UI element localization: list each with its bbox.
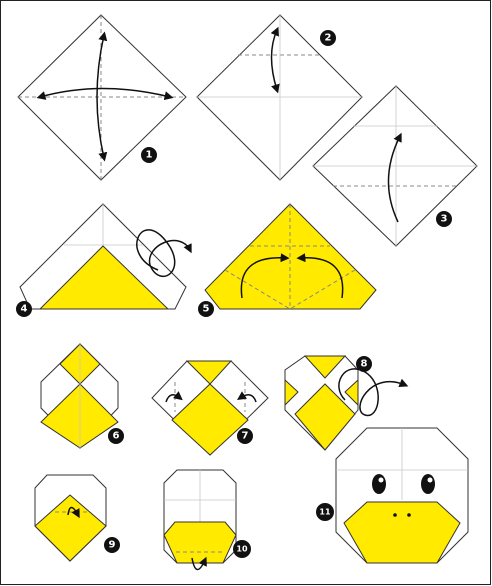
step-9: 9	[35, 475, 120, 561]
step-8-badge: 8	[356, 356, 372, 372]
step-7-number: 7	[242, 431, 249, 442]
step-7-badge: 7	[237, 428, 253, 444]
step-11-left-nostril	[393, 513, 397, 517]
step-11-number: 11	[319, 508, 331, 517]
step-1: 1	[18, 15, 186, 180]
step-5: 5	[198, 204, 376, 317]
step-5-badge: 5	[198, 301, 214, 317]
step-11-left-eye-highlight	[379, 478, 384, 483]
step-11-right-eye-highlight	[428, 478, 433, 483]
step-4: 4	[16, 204, 190, 317]
step-11-yellow-beak	[344, 502, 460, 563]
step-9-number: 9	[109, 540, 116, 551]
step-11: 11	[316, 428, 468, 563]
step-6-number: 6	[113, 431, 120, 442]
step-3-badge: 3	[436, 211, 452, 227]
step-2-badge: 2	[320, 30, 336, 46]
step-8-number: 8	[361, 359, 368, 370]
step-9-badge: 9	[104, 537, 120, 553]
step-7: 7	[152, 361, 268, 455]
step-5-number: 5	[203, 304, 210, 315]
step-2-number: 2	[325, 33, 332, 44]
step-4-number: 4	[21, 304, 28, 315]
step-11-right-eye	[421, 474, 435, 494]
step-10-number: 10	[236, 545, 248, 554]
step-11-right-nostril	[407, 513, 411, 517]
step-10: 10	[164, 470, 251, 570]
step-10-yellow-beak	[164, 522, 236, 563]
step-6-badge: 6	[108, 428, 124, 444]
step-6: 6	[41, 344, 124, 448]
step-10-badge: 10	[233, 540, 251, 558]
step-1-number: 1	[146, 150, 153, 161]
step-4-badge: 4	[16, 301, 32, 317]
step-3-number: 3	[441, 214, 448, 225]
step-1-badge: 1	[141, 147, 157, 163]
step-11-badge: 11	[316, 503, 334, 521]
step-11-left-eye	[372, 474, 386, 494]
